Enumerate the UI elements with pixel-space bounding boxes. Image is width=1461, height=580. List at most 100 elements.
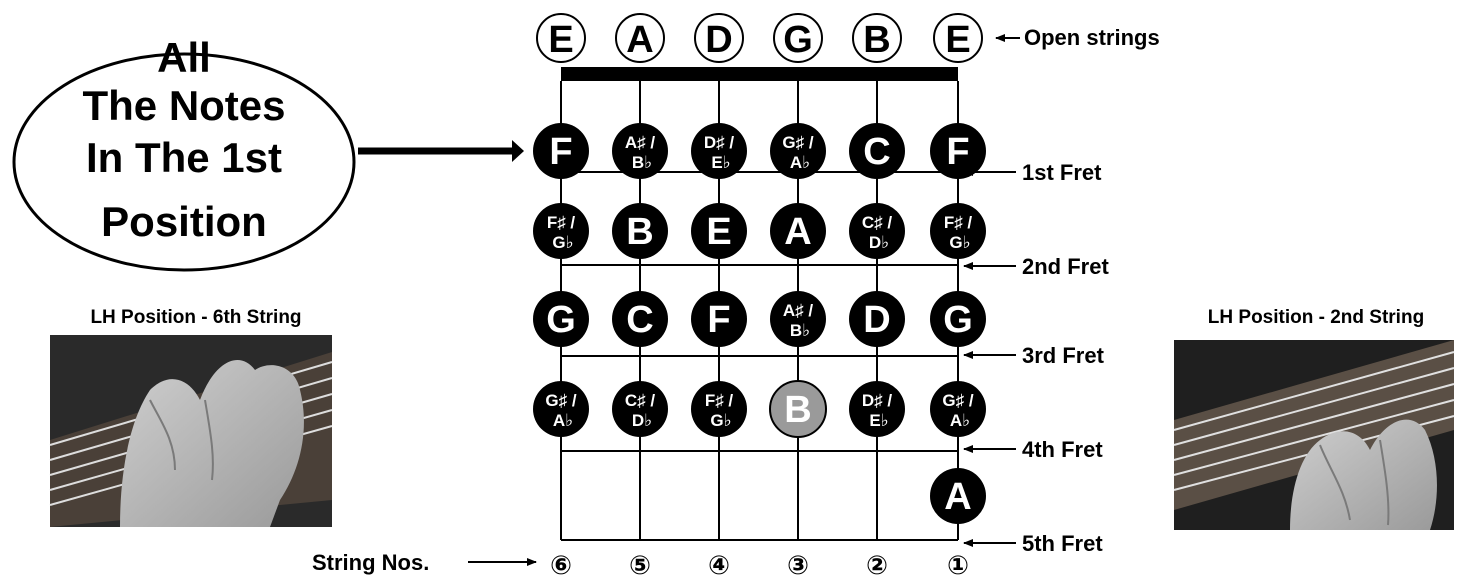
- right-hand-photo: [1173, 340, 1455, 530]
- note-label: A: [944, 476, 971, 518]
- note-label: G: [546, 299, 576, 341]
- note-marker: G♯ /A♭: [770, 123, 826, 179]
- note-marker: D♯ /E♭: [691, 123, 747, 179]
- open-string-note: E: [536, 13, 586, 63]
- note-marker: F♯ /G♭: [691, 381, 747, 437]
- note-marker: A♯ /B♭: [612, 123, 668, 179]
- note-marker: G♯ /A♭: [533, 381, 589, 437]
- callout-line-2: The Notes: [82, 82, 285, 129]
- note-circle: [770, 123, 826, 179]
- note-label-sharp: D♯ /: [862, 391, 893, 410]
- open-string-note: G: [773, 13, 823, 63]
- note-label: F: [549, 131, 572, 173]
- note-label-sharp: A♯ /: [783, 301, 814, 320]
- note-marker: D: [849, 291, 905, 347]
- note-marker: C: [849, 123, 905, 179]
- note-label-flat: E♭: [711, 153, 730, 172]
- note-label: C: [626, 299, 653, 341]
- note-circle: [769, 380, 827, 438]
- note-label: G: [943, 299, 973, 341]
- note-circle: [612, 123, 668, 179]
- note-label: F: [707, 299, 730, 341]
- note-circle: [533, 291, 589, 347]
- callout-line-1: All: [157, 34, 211, 81]
- string-number: ②: [866, 551, 888, 580]
- note-label-sharp: C♯ /: [862, 213, 893, 232]
- note-marker: A: [770, 203, 826, 259]
- note-label-flat: B♭: [632, 153, 652, 172]
- note-circle: [930, 123, 986, 179]
- string-number: ③: [787, 551, 809, 580]
- open-string-note: A: [615, 13, 665, 63]
- note-circle: [849, 381, 905, 437]
- open-string-circle: [615, 13, 665, 63]
- open-string-label: E: [548, 19, 573, 61]
- note-label-flat: D♭: [869, 233, 889, 252]
- open-string-note: D: [694, 13, 744, 63]
- note-marker: F: [691, 291, 747, 347]
- callout-bubble: [12, 52, 356, 272]
- note-circle: [930, 203, 986, 259]
- open-string-circle: [773, 13, 823, 63]
- note-circle: [849, 203, 905, 259]
- string-numbers-label: String Nos.: [312, 550, 429, 575]
- fret-label: 3rd Fret: [1022, 343, 1105, 368]
- note-marker: C♯ /D♭: [612, 381, 668, 437]
- note-marker: D♯ /E♭: [849, 381, 905, 437]
- left-hand-photo: [49, 335, 333, 527]
- note-circle: [533, 123, 589, 179]
- open-string-label: E: [945, 19, 970, 61]
- fret-label: 2nd Fret: [1022, 254, 1109, 279]
- note-label: A: [784, 211, 811, 253]
- note-label-sharp: F♯ /: [944, 213, 973, 232]
- note-label: C: [863, 131, 890, 173]
- note-label-sharp: D♯ /: [704, 133, 735, 152]
- note-label-flat: G♭: [552, 233, 573, 252]
- note-marker: F♯ /G♭: [533, 203, 589, 259]
- note-circle: [691, 291, 747, 347]
- note-label-flat: D♭: [632, 411, 652, 430]
- note-label-sharp: G♯ /: [942, 391, 973, 410]
- note-label-flat: A♭: [950, 411, 970, 430]
- open-string-label: G: [783, 19, 813, 61]
- note-label-sharp: A♯ /: [625, 133, 656, 152]
- note-label-flat: A♭: [790, 153, 810, 172]
- right-photo-caption: LH Position - 2nd String: [1208, 307, 1424, 328]
- string-number: ⑥: [550, 551, 572, 580]
- note-marker: F: [930, 123, 986, 179]
- note-circle: [930, 468, 986, 524]
- open-string-circle: [694, 13, 744, 63]
- note-label-sharp: F♯ /: [547, 213, 576, 232]
- fret-label: 5th Fret: [1022, 531, 1103, 556]
- note-circle: [533, 381, 589, 437]
- note-circle: [691, 123, 747, 179]
- note-circle: [691, 381, 747, 437]
- callout-line-4: Position: [101, 198, 267, 245]
- open-string-circle: [852, 13, 902, 63]
- left-photo-caption: LH Position - 6th String: [90, 307, 301, 328]
- note-circle: [930, 291, 986, 347]
- fret-label: 1st Fret: [1022, 160, 1102, 185]
- note-label: F: [946, 131, 969, 173]
- note-label: B: [784, 389, 811, 431]
- note-label-sharp: F♯ /: [705, 391, 734, 410]
- open-string-circle: [536, 13, 586, 63]
- note-circle: [612, 291, 668, 347]
- note-circle: [612, 203, 668, 259]
- note-marker: C♯ /D♭: [849, 203, 905, 259]
- note-circle: [533, 203, 589, 259]
- note-circle: [849, 291, 905, 347]
- note-marker: C: [612, 291, 668, 347]
- string-number: ⑤: [629, 551, 651, 580]
- note-circle: [770, 203, 826, 259]
- note-label-flat: A♭: [553, 411, 573, 430]
- note-marker: G♯ /A♭: [930, 381, 986, 437]
- note-label-flat: G♭: [710, 411, 731, 430]
- open-string-label: A: [626, 19, 653, 61]
- callout-line-3: In The 1st: [86, 134, 282, 181]
